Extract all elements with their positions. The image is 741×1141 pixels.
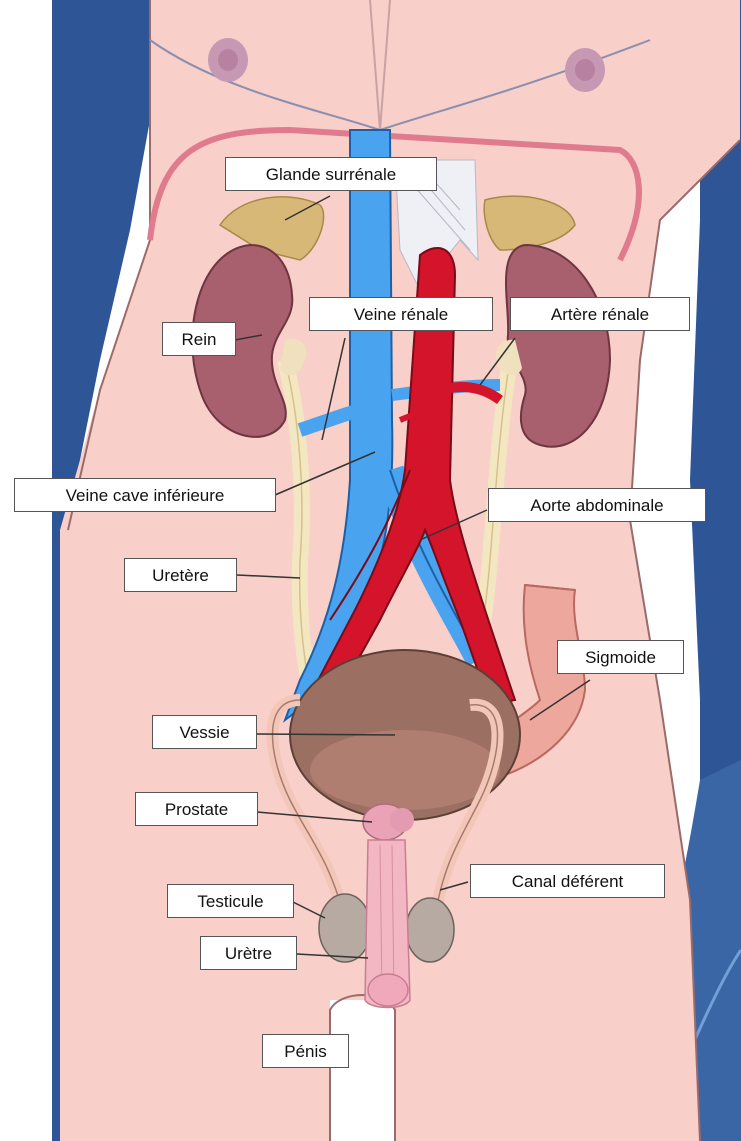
label-uretre: Urètre bbox=[200, 936, 297, 970]
label-sigmoide: Sigmoide bbox=[557, 640, 684, 674]
label-vessie: Vessie bbox=[152, 715, 257, 749]
label-rein: Rein bbox=[162, 322, 236, 356]
label-veine-cave-inferieure: Veine cave inférieure bbox=[14, 478, 276, 512]
label-uretere: Uretère bbox=[124, 558, 237, 592]
label-testicule: Testicule bbox=[167, 884, 294, 918]
left-testicle bbox=[319, 894, 371, 962]
label-aorte-abdominale: Aorte abdominale bbox=[488, 488, 706, 522]
label-artere-renale: Artère rénale bbox=[510, 297, 690, 331]
label-canal-deferent: Canal déférent bbox=[470, 864, 665, 898]
label-penis: Pénis bbox=[262, 1034, 349, 1068]
right-testicle bbox=[406, 898, 454, 962]
label-prostate: Prostate bbox=[135, 792, 258, 826]
label-glande-surrenale: Glande surrénale bbox=[225, 157, 437, 191]
label-veine-renale: Veine rénale bbox=[309, 297, 493, 331]
